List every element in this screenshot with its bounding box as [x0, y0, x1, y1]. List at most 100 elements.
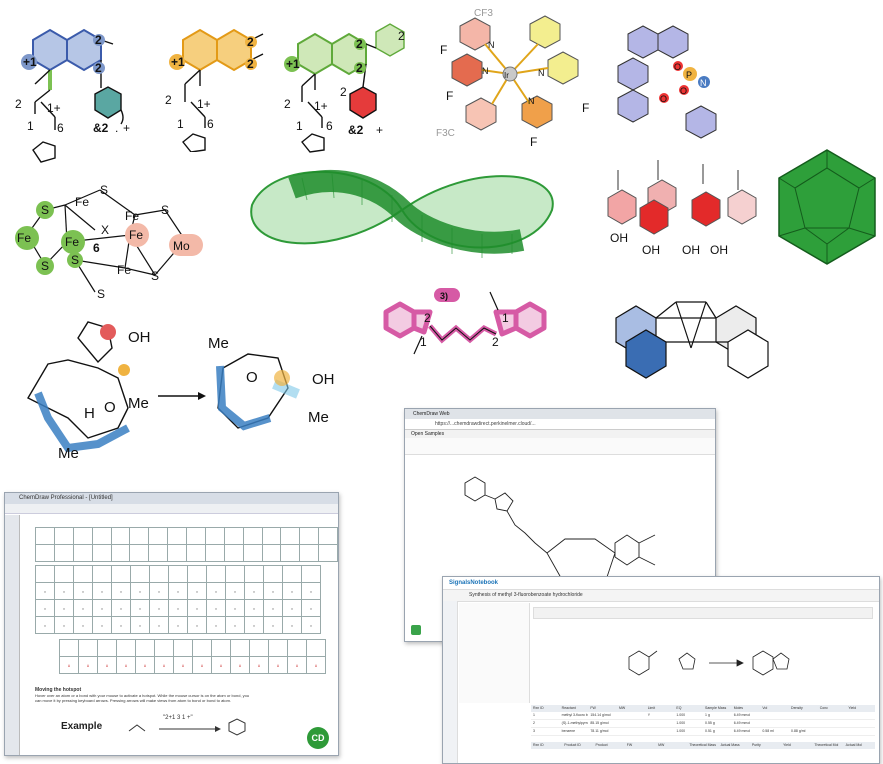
- stoich-cell: [789, 720, 818, 727]
- ir-cf3-bottom: F3C: [436, 128, 455, 139]
- stoich-cell: [646, 720, 675, 727]
- chemdraw-window: ChemDraw Professional - [Untitled] ○○○○○…: [4, 492, 339, 756]
- terpene-oh-2: OH: [312, 371, 335, 388]
- address-bar-url: https://...chemdrawdirect.perkinelmer.cl…: [435, 421, 536, 427]
- s-label-2: S: [41, 203, 49, 217]
- stoich-column-header: Yield: [848, 706, 857, 710]
- s-label-4: S: [71, 253, 79, 267]
- molecule-1-blue: +1 2 2 2 1+ 1 6 &2 . +: [15, 28, 130, 163]
- products-column-header: Theoretical Mol: [814, 743, 839, 747]
- stoich-column-header: FW: [590, 706, 596, 710]
- mol3-label-1p: 1+: [314, 99, 328, 113]
- products-column-header: Purity: [751, 743, 761, 747]
- molecule-2-orange: +1 2 2 2 1+ 1 6: [165, 28, 264, 152]
- chemdraw-tool-palette[interactable]: [5, 515, 20, 755]
- mol1-label-plus: +: [123, 121, 130, 135]
- terpene-reaction: OH H O Me Me Me O OH Me: [27, 321, 335, 462]
- calixarene: OH OH OH OH: [607, 160, 757, 257]
- stoich-cell: 1.000: [676, 721, 686, 725]
- notebook-header: SignalsNotebook: [443, 577, 879, 590]
- mol3-label-2a: 2: [356, 37, 363, 51]
- open-samples-menu[interactable]: Open Samples: [405, 430, 715, 438]
- fe-label-4: Fe: [125, 209, 139, 223]
- stoich-cell: [846, 728, 875, 735]
- cyanine-1a: 1: [420, 335, 427, 349]
- mol1-label-dot: .: [115, 121, 118, 135]
- stoich-cell: 1: [533, 713, 535, 717]
- chemdraw-toolbar[interactable]: [5, 504, 338, 514]
- notebook-sidebar[interactable]: [443, 601, 458, 763]
- web-status-icon[interactable]: [411, 625, 421, 635]
- terpene-me-4: Me: [308, 409, 329, 426]
- mol2-label-2a: 2: [247, 35, 254, 49]
- phos-o3: O: [660, 94, 667, 104]
- ir-f4: F: [530, 135, 537, 149]
- signals-notebook-window: SignalsNotebook Synthesis of methyl 3-fl…: [442, 576, 880, 764]
- notebook-draw-toolbar[interactable]: [533, 607, 873, 619]
- stoich-cell: 1.000: [676, 713, 686, 717]
- chemdraw-help-heading: Moving the hotspot: [35, 687, 82, 693]
- cyanine-2a: 2: [424, 311, 431, 325]
- chemdraw-title-bar: ChemDraw Professional - [Untitled]: [5, 493, 338, 504]
- stoich-column-header: Limit: [647, 706, 656, 710]
- mol3-label-bottom: &2: [348, 123, 364, 137]
- notebook-tree[interactable]: [459, 603, 530, 703]
- mol3-label-2e: 2: [284, 97, 291, 111]
- stoich-cell: 6.49 mmol: [733, 729, 751, 733]
- browser-tab[interactable]: ChemDraw Web: [405, 409, 715, 419]
- chemdraw-example-reaction: [128, 718, 246, 736]
- cyanine-2b: 2: [492, 335, 499, 349]
- stoich-cell: [818, 712, 847, 719]
- stoich-column-header: Reactant: [561, 706, 576, 710]
- stoich-column-header: Moles: [733, 706, 744, 710]
- stoich-cell: [846, 712, 875, 719]
- ir-f3: F: [582, 101, 589, 115]
- mol2-plus1: +1: [171, 55, 185, 69]
- stoich-cell: 78.11 g/mol: [590, 729, 609, 733]
- molecule-3-green: +1 2 2 2 2 1+ 2 1 6 &2 +: [284, 23, 405, 153]
- stoich-cell: Y: [647, 713, 651, 717]
- products-column-header: Product: [595, 743, 608, 747]
- stoich-cell: 1 g: [705, 713, 710, 717]
- binaphthyl-phosphate: O O O P N: [617, 25, 717, 139]
- stoich-cell: [617, 728, 646, 735]
- stoich-column-header: EQ: [676, 706, 682, 710]
- stoich-column-header: Conc: [819, 706, 828, 710]
- address-bar[interactable]: https://...chemdrawdirect.perkinelmer.cl…: [405, 419, 715, 430]
- stoich-cell: (S)-1-methylpyrrolidine: [561, 721, 589, 725]
- stoich-cell: [617, 720, 646, 727]
- mol1-plus1: +1: [23, 55, 37, 69]
- stoich-column-header: Sample Mass: [705, 706, 727, 710]
- stoich-cell: [818, 728, 847, 735]
- fe-label-1: Fe: [75, 195, 89, 209]
- mol1-label-2b: 2: [95, 61, 102, 75]
- stoich-cell: 1.000: [676, 729, 686, 733]
- stoich-cell: [760, 712, 789, 719]
- fe-mo-cluster: Fe Fe Fe Fe Fe Fe S S S S S S S X Mo 6: [15, 183, 203, 301]
- stoich-column-header: Vol: [762, 706, 768, 710]
- phos-o2: O: [680, 86, 687, 96]
- notebook-app-name: SignalsNotebook: [449, 580, 499, 586]
- chemdraw-web-toolbar[interactable]: [405, 438, 715, 455]
- terpene-me-3: Me: [208, 335, 229, 352]
- mol2-label-6: 6: [207, 117, 214, 131]
- s-label-7: S: [97, 287, 105, 301]
- mol3-label-2b: 2: [356, 61, 363, 75]
- mol3-label-2c: 2: [398, 29, 405, 43]
- products-column-header: Product ID: [564, 743, 581, 747]
- browser-tab-label: ChemDraw Web: [413, 411, 450, 417]
- terpene-oh-1: OH: [128, 329, 151, 346]
- calix-oh-2: OH: [642, 243, 660, 257]
- chemdraw-template-table: [35, 527, 338, 562]
- phos-n: N: [700, 78, 707, 88]
- mol2-label-2c: 2: [165, 93, 172, 107]
- cyanine-badge: 3): [440, 291, 448, 301]
- chemdraw-chain-table: ∪∪∪∪∪∪∪∪∪∪∪∪∪∪: [59, 639, 326, 674]
- open-samples-label: Open Samples: [411, 431, 445, 437]
- stoich-row[interactable]: 2(S)-1-methylpyrrolidine85.15 g/mol1.000…: [531, 720, 875, 728]
- stoich-cell: 0.55 g: [705, 721, 715, 725]
- products-column-header: Rxn ID: [533, 743, 544, 747]
